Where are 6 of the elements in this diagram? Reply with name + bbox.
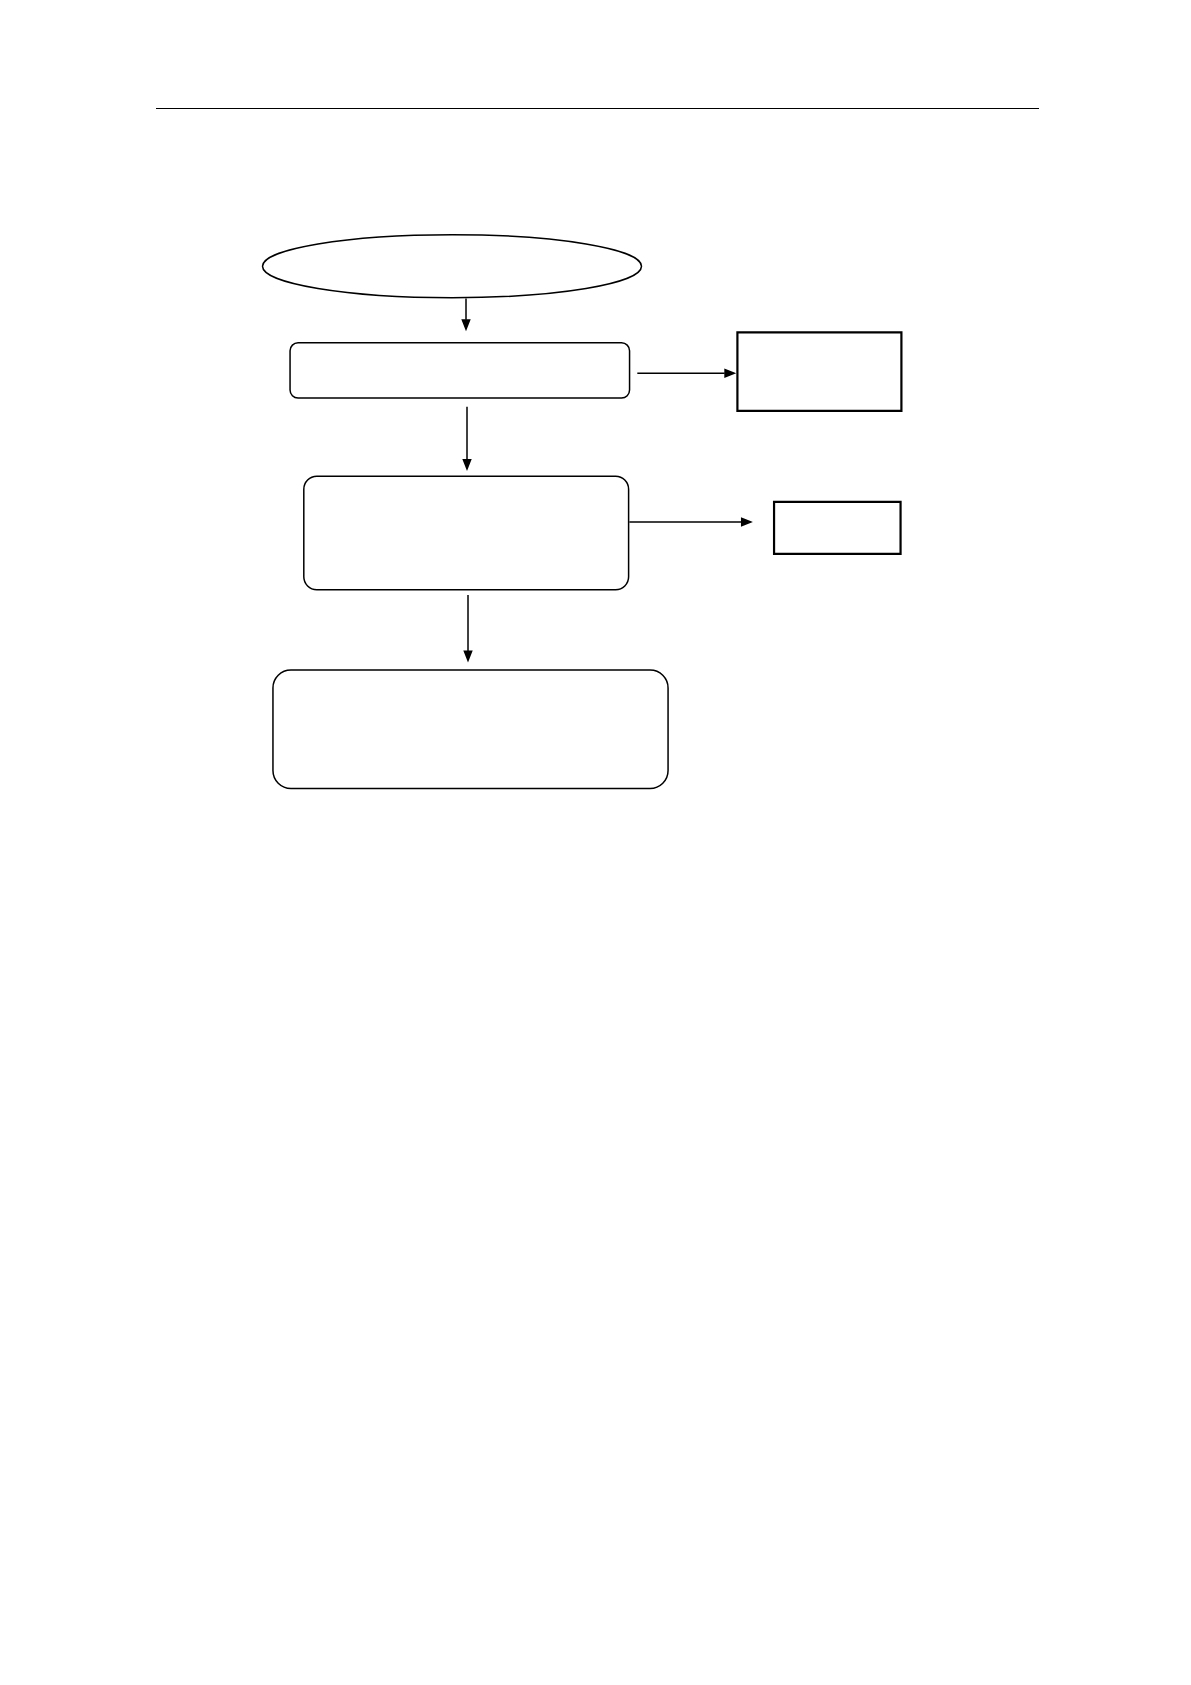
side-box — [736, 331, 903, 412]
process-box — [272, 669, 669, 790]
side-box — [772, 500, 902, 556]
process-box — [303, 475, 630, 591]
process-box — [289, 342, 631, 399]
start-ellipse — [261, 233, 643, 299]
